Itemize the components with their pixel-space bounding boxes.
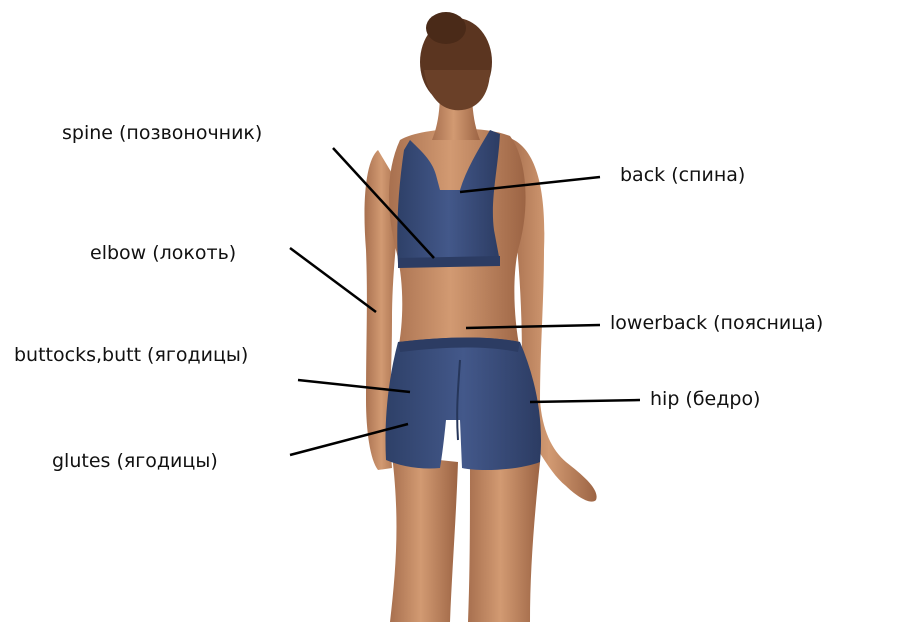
back-label: back (спина): [620, 166, 745, 185]
hip-pointer: [530, 400, 640, 402]
elbow-pointer: [290, 248, 376, 312]
legs: [390, 455, 540, 622]
head: [420, 12, 492, 140]
lowerback-label: lowerback (поясница): [610, 314, 823, 333]
spine-label: spine (позвоночник): [62, 124, 262, 143]
buttocks-label: buttocks,butt (ягодицы): [14, 346, 248, 365]
elbow-label: elbow (локоть): [90, 244, 236, 263]
shorts: [386, 338, 542, 471]
glutes-label: glutes (ягодицы): [52, 452, 218, 471]
hip-label: hip (бедро): [650, 390, 760, 409]
